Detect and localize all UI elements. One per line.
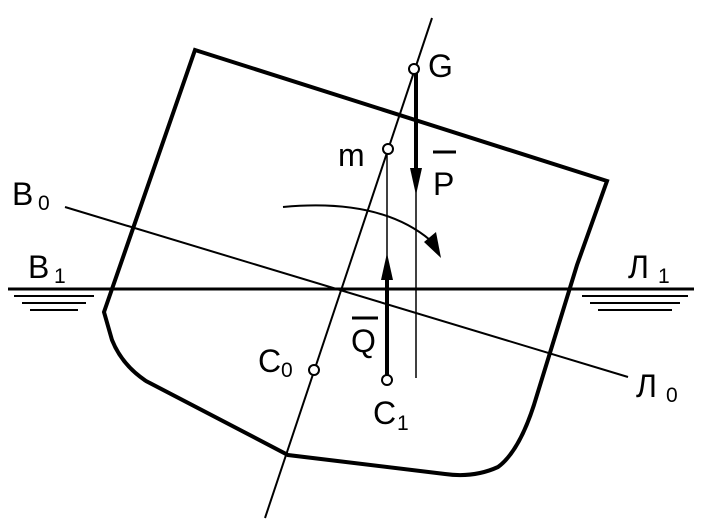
force-q-arrow	[381, 253, 393, 378]
svg-text:1: 1	[397, 412, 409, 435]
waterline-b0-l0	[64, 206, 629, 378]
svg-text:Л: Л	[636, 368, 657, 404]
svg-text:C: C	[258, 343, 281, 379]
label-m: m	[338, 137, 365, 173]
label-l0: Л 0	[636, 368, 678, 407]
svg-text:0: 0	[666, 384, 678, 407]
label-b1: B 1	[28, 249, 66, 288]
svg-text:Q: Q	[351, 323, 376, 359]
point-c0	[308, 364, 320, 376]
label-l1: Л 1	[628, 249, 670, 288]
svg-text:0: 0	[281, 359, 293, 382]
svg-text:1: 1	[54, 265, 66, 288]
water-hatch-left	[14, 295, 94, 311]
point-c1	[381, 374, 393, 386]
hull-outline	[101, 47, 610, 478]
svg-text:B: B	[12, 176, 33, 212]
label-q: Q	[351, 316, 378, 359]
label-c0: C 0	[258, 343, 293, 382]
label-c1: C 1	[373, 395, 409, 435]
force-p-arrow	[410, 72, 422, 195]
label-g: G	[428, 48, 453, 84]
svg-text:B: B	[28, 249, 49, 285]
svg-text:0: 0	[38, 192, 50, 215]
svg-text:P: P	[433, 166, 454, 202]
center-line	[264, 17, 433, 519]
label-b0: B 0	[12, 176, 50, 215]
svg-text:Л: Л	[628, 249, 649, 285]
point-m	[382, 143, 394, 155]
label-p: P	[433, 150, 456, 202]
point-g	[408, 63, 420, 75]
water-hatch-right	[582, 295, 688, 311]
svg-text:1: 1	[658, 265, 670, 288]
svg-text:C: C	[373, 395, 396, 431]
heel-rotation-arrow	[282, 204, 441, 258]
